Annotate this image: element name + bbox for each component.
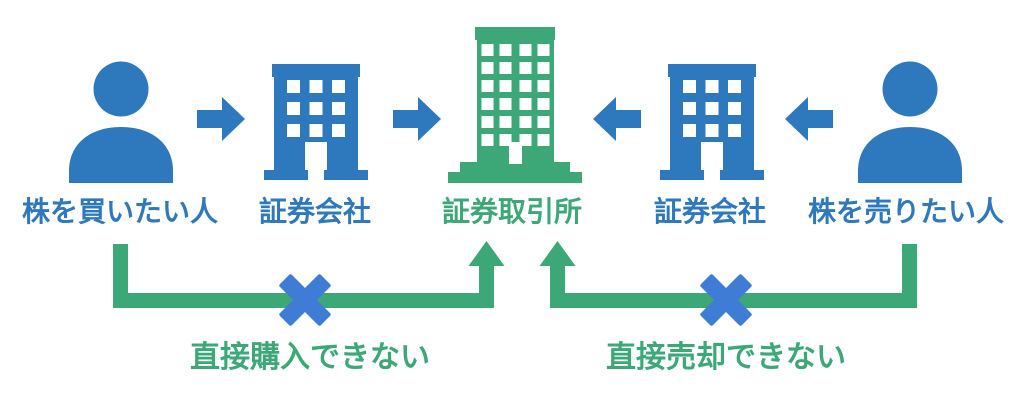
broker-right-windows <box>683 80 741 170</box>
seller-label: 株を売りたい人 <box>807 196 1004 227</box>
no-direct-sell-x-icon <box>700 274 752 326</box>
arrow-right-icon <box>393 97 441 141</box>
seller-connector-arrowhead <box>539 241 576 266</box>
broker-left-label: 証券会社 <box>258 196 371 227</box>
no-direct-buy-caption: 直接購入できない <box>190 341 430 374</box>
broker-right-building-icon <box>660 64 764 180</box>
buyer-connector-arrowhead <box>468 241 505 266</box>
broker-left-building-icon <box>264 64 368 180</box>
arrow-right-icon <box>197 97 245 141</box>
seller-person-head <box>882 61 938 117</box>
exchange-windows <box>481 44 550 164</box>
exchange-building-icon <box>448 27 582 183</box>
arrow-left-icon <box>593 97 641 141</box>
buyer-person-head <box>93 61 149 117</box>
broker-right-label: 証券会社 <box>653 196 766 227</box>
exchange-label: 証券取引所 <box>441 196 582 227</box>
arrow-left-icon <box>785 97 833 141</box>
buyer-person-icon <box>69 61 173 183</box>
seller-person-icon <box>858 61 962 183</box>
broker-left-windows <box>287 80 345 170</box>
buyer-label: 株を買いたい人 <box>21 196 218 227</box>
seller-person-body <box>858 127 962 183</box>
no-direct-sell-caption: 直接売却できない <box>606 341 846 374</box>
no-direct-buy-x-icon <box>279 274 331 326</box>
buyer-person-body <box>69 127 173 183</box>
